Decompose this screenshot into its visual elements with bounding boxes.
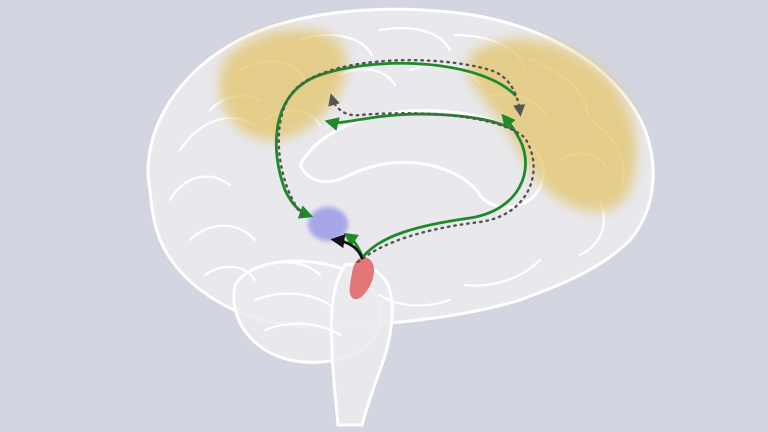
pathways xyxy=(274,58,535,264)
thalamus-region xyxy=(308,207,348,241)
black-pathway xyxy=(330,234,364,260)
green-pathway-inner xyxy=(360,113,527,260)
corpus-callosum-outline xyxy=(298,108,546,209)
green-pathway-return xyxy=(324,112,512,131)
brainstem-nucleus-region xyxy=(349,257,375,300)
dotted-pathway-outer xyxy=(277,58,526,217)
prefrontal-cortex-region xyxy=(219,28,347,140)
